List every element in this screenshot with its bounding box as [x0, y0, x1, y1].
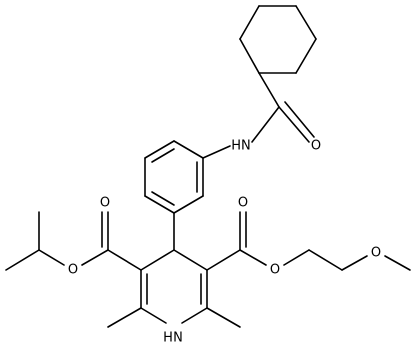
- methoxy-oxygen-label: O: [371, 246, 381, 261]
- right-carbonyl-oxygen-label: O: [238, 196, 248, 211]
- bond: [144, 195, 175, 214]
- bond: [239, 5, 260, 40]
- right-ether-oxygen-label: O: [270, 263, 280, 278]
- bond: [295, 38, 317, 74]
- bond: [258, 72, 280, 108]
- bond: [151, 148, 175, 163]
- atom-labels: HN O O O O O O H N: [68, 139, 381, 346]
- bond: [308, 249, 343, 271]
- bond: [144, 140, 175, 159]
- bond: [384, 255, 411, 271]
- bond: [239, 38, 260, 74]
- dihydropyridine-ring: [107, 212, 241, 328]
- bond: [341, 255, 368, 271]
- bond: [173, 249, 208, 271]
- bond: [5, 249, 40, 271]
- bond: [81, 249, 109, 266]
- bond: [151, 191, 175, 206]
- bond: [173, 195, 204, 214]
- bond: [202, 145, 231, 159]
- bond: [181, 307, 208, 324]
- bond: [284, 101, 315, 138]
- bond: [107, 307, 142, 328]
- bond: [206, 307, 241, 328]
- isopropyl-ester-group: [5, 211, 142, 271]
- bond: [206, 249, 241, 271]
- bond: [251, 106, 280, 143]
- bond: [107, 249, 142, 271]
- methoxyethyl-ester-group: [206, 211, 411, 271]
- bond: [283, 249, 310, 266]
- ring-nh-h-label: H: [163, 331, 173, 346]
- bond: [140, 307, 167, 324]
- bond: [38, 249, 65, 266]
- bond: [140, 249, 175, 271]
- ring-nitrogen-label: N: [173, 331, 183, 346]
- benzene-ring: [144, 140, 204, 214]
- left-carbonyl-oxygen-label: O: [100, 196, 110, 211]
- amide-nh-label: HN: [231, 139, 251, 154]
- left-ether-oxygen-label: O: [68, 263, 78, 278]
- cyclohexane-ring: [239, 5, 317, 74]
- amide-oxygen-label: O: [311, 139, 321, 154]
- amide-group: [202, 72, 315, 159]
- bond: [295, 5, 317, 40]
- bond: [239, 249, 267, 266]
- bond: [278, 106, 310, 143]
- bond: [173, 140, 204, 159]
